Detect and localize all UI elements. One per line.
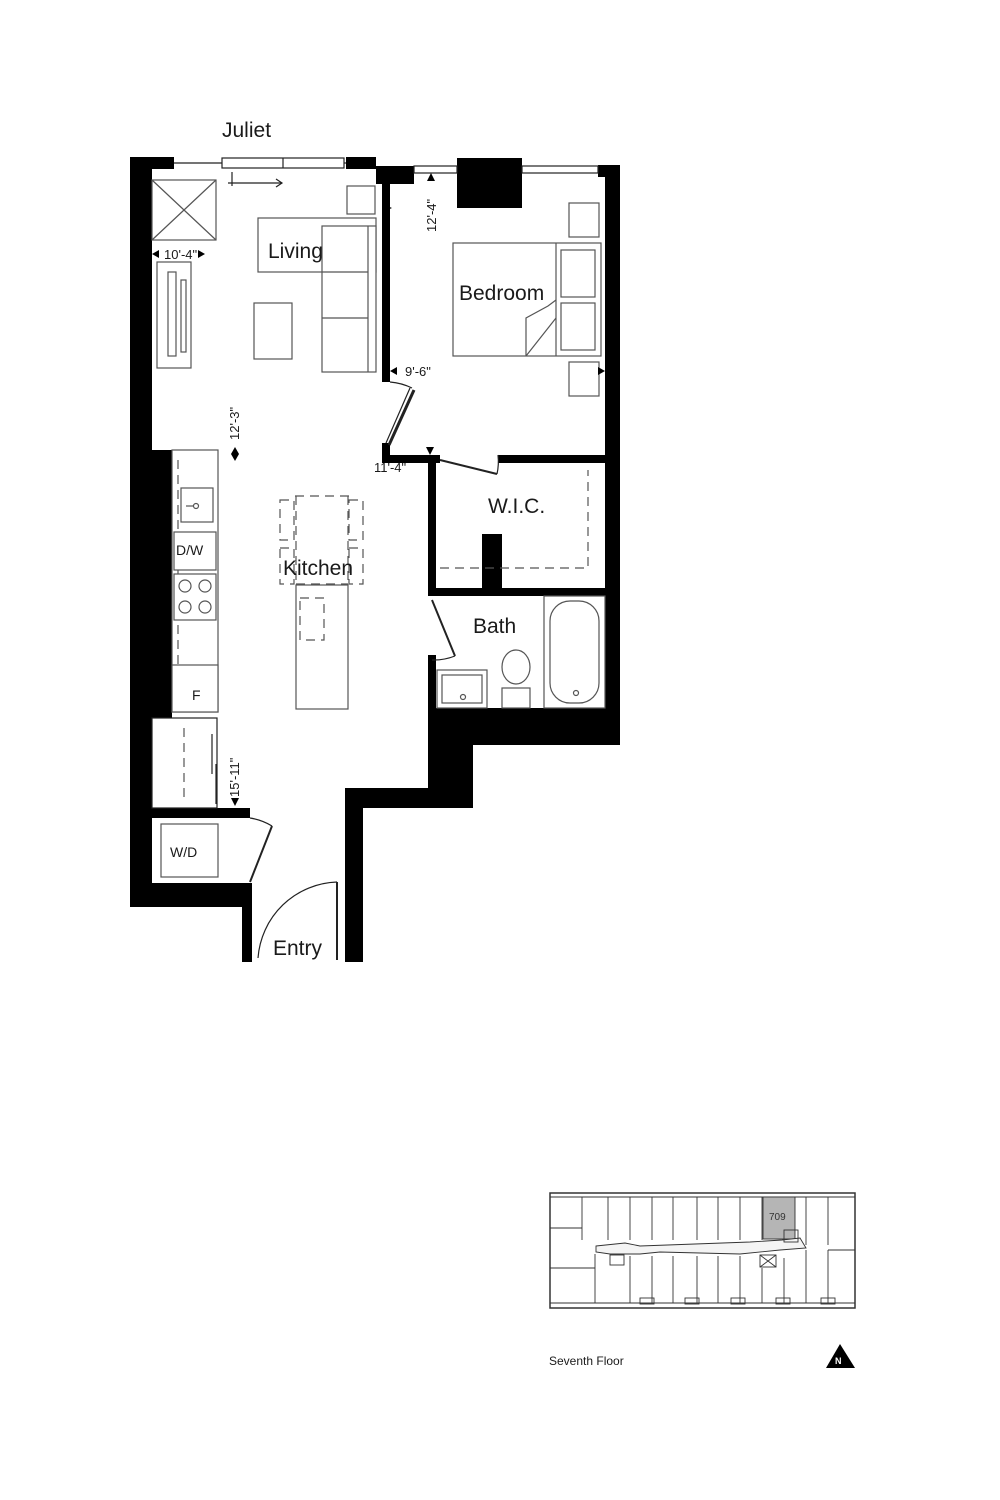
wall-step bbox=[345, 788, 473, 808]
wall-right bbox=[605, 165, 620, 745]
dim-living-width: 10'-4" bbox=[164, 247, 198, 262]
wall-top-mid bbox=[346, 157, 376, 169]
wall-wic-top-right bbox=[498, 455, 608, 463]
fridge bbox=[171, 664, 219, 713]
laundry-area: W/D bbox=[151, 717, 273, 883]
key-plan-corridor bbox=[595, 1237, 807, 1255]
wall-wic-bath bbox=[428, 588, 608, 596]
label-washer-dryer: W/D bbox=[170, 844, 197, 860]
toilet-bowl bbox=[501, 649, 531, 685]
wall-laundry-top bbox=[150, 808, 250, 818]
windows bbox=[174, 157, 599, 188]
column-bedroom bbox=[457, 158, 522, 208]
key-plan-unit-709 bbox=[762, 1196, 796, 1240]
key-plan-outline bbox=[549, 1192, 856, 1309]
dim-bedroom-length: 12'-4" bbox=[424, 198, 439, 232]
walls bbox=[130, 157, 620, 962]
wall-kitchen-left bbox=[130, 450, 172, 718]
toilet-tank bbox=[501, 687, 531, 709]
coffee-table bbox=[253, 302, 293, 360]
bath-door bbox=[431, 599, 456, 657]
wic-door bbox=[439, 459, 498, 475]
label-fridge: F bbox=[192, 687, 201, 703]
island-cutout bbox=[299, 597, 325, 641]
wall-bottom-left bbox=[130, 883, 250, 907]
wall-wic-top bbox=[382, 455, 440, 463]
side-table bbox=[346, 185, 376, 215]
room-label-living: Living bbox=[268, 240, 323, 263]
window-bedroom-left bbox=[413, 165, 458, 174]
window-bedroom-right bbox=[521, 165, 599, 174]
pillow-bottom bbox=[560, 302, 596, 351]
dishwasher bbox=[173, 531, 217, 571]
wall-partition-upper bbox=[382, 184, 390, 382]
bedroom-door bbox=[387, 389, 416, 446]
dim-living-kitchen-length: 12'-3" bbox=[227, 406, 242, 440]
dining-set bbox=[279, 495, 364, 585]
pillow-top bbox=[560, 249, 596, 298]
room-label-wic: W.I.C. bbox=[488, 495, 545, 518]
dim-entry-length: 15'-11" bbox=[227, 757, 242, 797]
north-label: N bbox=[835, 1356, 842, 1366]
wall-top-left bbox=[130, 157, 174, 169]
wic-column bbox=[482, 534, 502, 590]
room-label-bedroom: Bedroom bbox=[459, 282, 544, 305]
wall-wic-left bbox=[428, 455, 436, 595]
tv-stand-line bbox=[180, 279, 187, 353]
bath-area: Bath bbox=[431, 595, 606, 709]
sofa-chaise bbox=[321, 225, 377, 373]
wall-top-bedroom bbox=[376, 166, 414, 184]
wall-partition-lower bbox=[382, 443, 390, 463]
room-label-entry: Entry bbox=[273, 937, 323, 960]
nightstand-top bbox=[568, 202, 600, 238]
dim-kitchen-width: 11'-4" bbox=[374, 460, 407, 475]
wall-entry-right bbox=[345, 788, 363, 962]
label-juliet: Juliet bbox=[222, 119, 271, 142]
laundry-door bbox=[249, 825, 273, 883]
bathtub-inner bbox=[549, 600, 600, 704]
key-plan: 709 Seventh Floor bbox=[549, 1192, 856, 1368]
sink bbox=[441, 674, 483, 704]
washer-dryer bbox=[160, 823, 219, 878]
cooktop bbox=[173, 573, 217, 621]
wall-entry-left bbox=[242, 883, 252, 962]
living-area: Living bbox=[151, 179, 377, 373]
room-label-kitchen: Kitchen bbox=[283, 557, 353, 580]
key-plan-upper-units bbox=[550, 1197, 829, 1245]
key-plan-floor-label: Seventh Floor bbox=[549, 1354, 624, 1368]
room-label-bath: Bath bbox=[473, 615, 516, 638]
bedroom-area: Bedroom bbox=[385, 202, 602, 475]
label-dishwasher: D/W bbox=[176, 542, 204, 558]
key-plan-unit-number: 709 bbox=[769, 1212, 786, 1223]
wic-area: W.I.C. bbox=[440, 470, 589, 569]
entry-area: Entry bbox=[257, 881, 338, 960]
north-arrow-icon bbox=[826, 1344, 855, 1368]
dim-bedroom-width: 9'-6" bbox=[405, 364, 431, 379]
tv bbox=[167, 271, 177, 357]
kitchen-island bbox=[295, 584, 349, 710]
kitchen-sink bbox=[180, 487, 214, 523]
wall-bath-left bbox=[428, 655, 436, 710]
key-plan-lower-units bbox=[550, 1249, 855, 1305]
nightstand-bottom bbox=[568, 361, 600, 397]
kitchen-area: D/W F Kitchen bbox=[171, 449, 364, 713]
dimensions: 10'-4" 12'-3" 12'-4" 9'-6" 11'-4" 15'-11… bbox=[152, 173, 605, 806]
